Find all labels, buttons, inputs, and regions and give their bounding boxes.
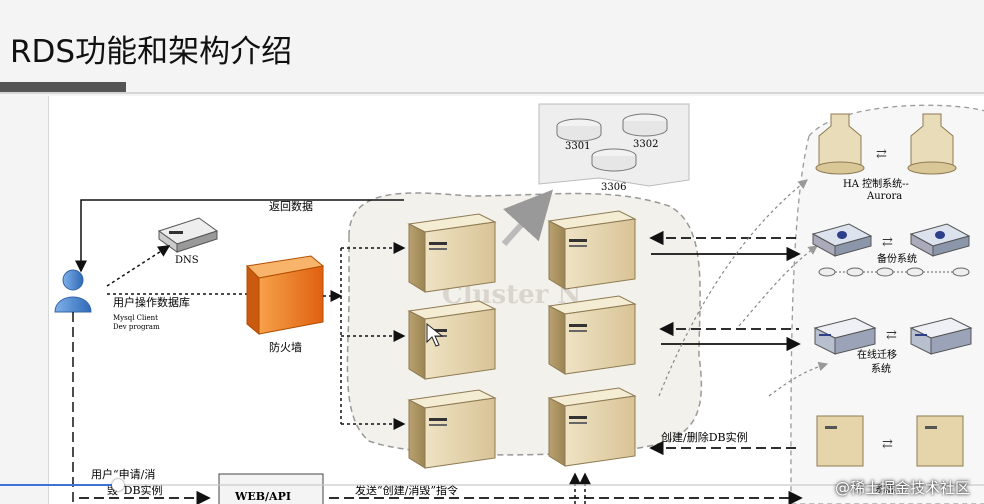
firewall-icon	[247, 256, 323, 334]
cluster-boundary	[347, 193, 701, 455]
port-label-3302: 3302	[633, 139, 658, 150]
return-data-label: 返回数据	[269, 199, 313, 213]
db-server-3	[409, 390, 495, 468]
user-op-label: 用户操作数据库	[113, 295, 190, 309]
page-title: RDS功能和架构介绍	[10, 26, 292, 71]
db-server-5	[549, 296, 635, 374]
ha-link-icon: ⇄	[876, 147, 887, 162]
port-disk-3306	[592, 149, 636, 171]
port-disk-3301	[557, 119, 601, 141]
migrate-label-1: 在线迁移	[857, 348, 897, 361]
architecture-diagram: Cluster N 3301 3302 3306 返回数据 DNS 用户操作数据…	[48, 96, 984, 504]
migrate-link-icon: ⇄	[886, 328, 897, 343]
port-panel	[539, 104, 689, 186]
db-server-4	[549, 211, 635, 289]
user-request-label-1: 用户“申请/消	[91, 467, 155, 481]
video-progress-fill	[0, 484, 118, 486]
port-label-3306: 3306	[601, 182, 626, 193]
port-label-3301: 3301	[565, 141, 590, 152]
webapi-label: WEB/API	[234, 490, 291, 503]
db-server-2	[409, 301, 495, 379]
backup-link-icon: ⇄	[882, 235, 893, 250]
db-server-1	[409, 214, 495, 292]
port-disk-3302	[623, 114, 667, 136]
backup-label: 备份系统	[877, 252, 917, 265]
client-label-1: Mysql Client	[113, 314, 158, 322]
api-node-right-icon	[917, 416, 963, 466]
api-node-left-icon	[817, 416, 863, 466]
client-label-2: Dev program	[113, 323, 160, 331]
user-icon	[55, 270, 91, 312]
title-divider	[0, 92, 984, 94]
video-progress-knob[interactable]	[112, 479, 124, 491]
migrate-label-2: 系统	[871, 362, 891, 375]
watermark: @稀土掘金技术社区	[835, 477, 970, 498]
dns-label: DNS	[175, 255, 199, 266]
firewall-label: 防火墙	[269, 340, 302, 354]
ha-label: HA 控制系统--	[843, 177, 909, 190]
api-link-icon: ⇄	[882, 437, 893, 452]
create-delete-label: 创建/删除DB实例	[661, 430, 748, 444]
user-to-dns-link	[107, 246, 169, 286]
db-server-6	[549, 388, 635, 466]
ha-label-2: Aurora	[866, 191, 902, 202]
